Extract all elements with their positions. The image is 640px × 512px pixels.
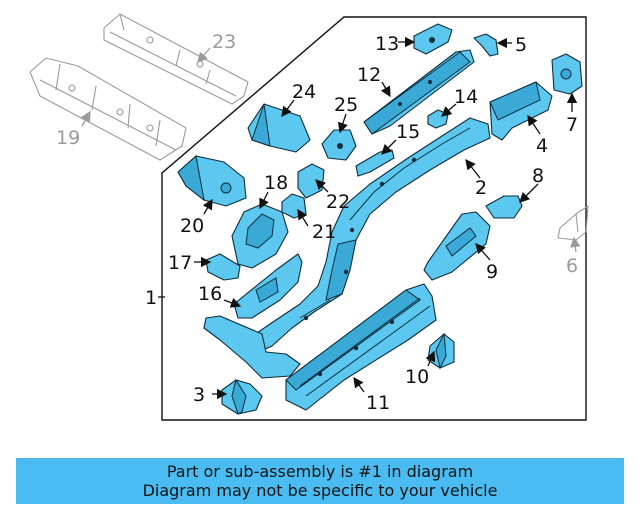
part-9-brace: [423, 211, 491, 281]
callout-labels: 1 2 3 4 5 7 8 9 10 11 12 13 14 15 16 17 …: [56, 31, 578, 414]
part-20-panel: [177, 155, 247, 207]
part-12-rail: [363, 49, 475, 135]
callout-10: 10: [405, 366, 429, 388]
disclaimer-banner: Part or sub-assembly is #1 in diagram Di…: [16, 458, 624, 504]
part-18-panel: [231, 203, 289, 269]
callout-8: 8: [532, 165, 544, 187]
callout-7: 7: [566, 114, 578, 136]
callout-23: 23: [212, 31, 236, 53]
callout-14: 14: [454, 86, 478, 108]
part-2-main-rail: [243, 117, 491, 355]
callout-13: 13: [375, 33, 399, 55]
part-4-member: [489, 81, 553, 141]
callout-3: 3: [193, 384, 205, 406]
part-10-bracket: [427, 332, 455, 370]
assembly-outline: [161, 16, 587, 421]
callout-18: 18: [264, 172, 288, 194]
callout-4: 4: [536, 135, 548, 157]
callout-25: 25: [334, 94, 358, 116]
part-17-bracket: [205, 253, 241, 281]
callout-11: 11: [366, 392, 390, 414]
part-3-bracket: [221, 378, 263, 415]
part-15-bracket: [355, 149, 395, 177]
callout-16: 16: [198, 283, 222, 305]
parts-diagram: 1 2 3 4 5 7 8 9 10 11 12 13 14 15 16 17 …: [29, 13, 589, 421]
leader-lines: [158, 36, 578, 400]
part-lower-base: [203, 315, 301, 379]
part-24-panel: [247, 103, 311, 153]
callout-24: 24: [292, 81, 316, 103]
banner-line-1: Part or sub-assembly is #1 in diagram: [166, 462, 474, 481]
callout-12: 12: [357, 64, 381, 86]
part-5-clip: [473, 33, 499, 57]
banner-line-2: Diagram may not be specific to your vehi…: [142, 481, 498, 500]
part-22-bracket: [297, 163, 325, 199]
callout-21: 21: [312, 221, 336, 243]
part-21-bracket: [281, 193, 307, 219]
part-16-member: [233, 253, 303, 319]
part-8-bracket: [485, 195, 523, 219]
ghost-part-19: [29, 57, 187, 161]
callout-2: 2: [475, 177, 487, 199]
part-11-sill: [285, 283, 437, 411]
callout-17: 17: [168, 252, 192, 274]
ghost-part-6: [557, 205, 589, 241]
callout-5: 5: [515, 34, 527, 56]
part-7-plate: [551, 53, 583, 95]
callout-19: 19: [56, 127, 80, 149]
ghost-part-23: [103, 13, 249, 105]
callout-22: 22: [326, 191, 350, 213]
callout-15: 15: [396, 121, 420, 143]
leader-lines-grey: [80, 47, 581, 253]
part-25-bracket: [321, 129, 357, 161]
callout-1: 1: [145, 287, 157, 309]
callout-6: 6: [566, 255, 578, 277]
part-13-bracket: [413, 23, 453, 55]
callout-9: 9: [486, 261, 498, 283]
callout-20: 20: [180, 215, 204, 237]
